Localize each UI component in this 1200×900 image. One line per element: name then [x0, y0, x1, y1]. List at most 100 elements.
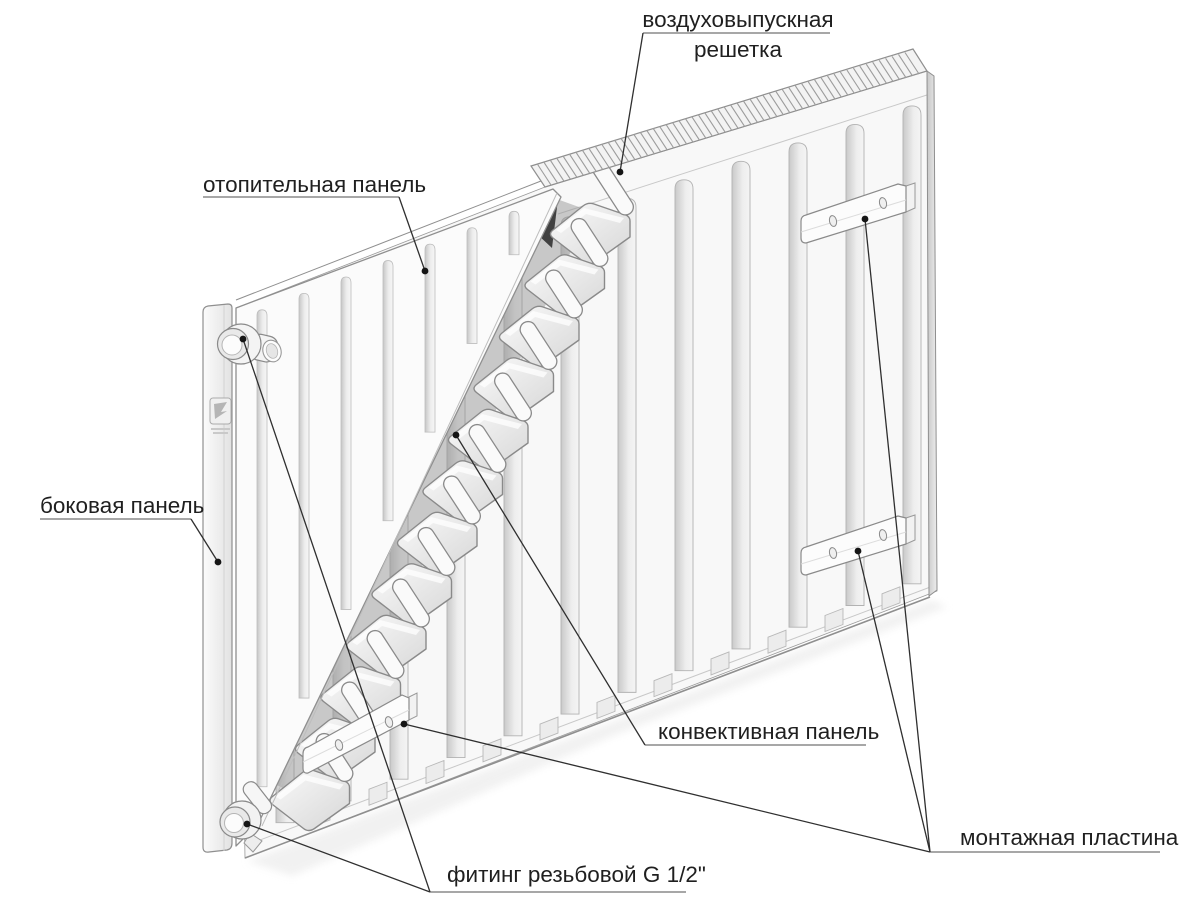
end-cap: [926, 70, 938, 597]
grille-slat: [575, 151, 591, 174]
bottom-notch: [881, 586, 901, 611]
mounting-plate-bottom-right-hole: [878, 529, 888, 541]
side-panel: [202, 303, 233, 853]
fin-connector: [519, 320, 558, 371]
leader-dot: [452, 431, 460, 439]
grille-slat: [562, 155, 578, 178]
brand-logo-text: [213, 432, 228, 434]
side-panel-face: [202, 303, 233, 853]
label-mounting-plate: монтажная пластина: [960, 825, 1179, 850]
grille-slat: [685, 118, 700, 141]
leader-line: [455, 434, 646, 746]
bl-strip: [302, 694, 410, 774]
mounting-plate-top-right-tab: [905, 182, 916, 213]
mounting-plate-top-right-crease: [800, 199, 907, 233]
heating-panel-front: [235, 180, 562, 847]
grille-slat: [717, 108, 733, 131]
bottom-edge: [244, 596, 931, 859]
mounting-plate-bottom-right-crease: [800, 531, 907, 565]
bottom-fold-line: [251, 585, 934, 844]
mounting-plate-bottom-right: [800, 514, 916, 576]
back-channel: [902, 105, 922, 585]
grille-slat: [775, 91, 791, 114]
front-top-edge: [235, 180, 542, 301]
cut-edge-inner: [261, 192, 558, 827]
bottom-notch: [596, 694, 616, 720]
brand-logo-glyph: [214, 402, 227, 419]
fin-plate-highlight: [377, 568, 446, 594]
back-channel: [845, 123, 865, 606]
bottom-notch: [539, 716, 559, 741]
floor-shadow-shape: [247, 600, 947, 876]
grille-slat: [659, 126, 675, 149]
fin-connector: [494, 372, 532, 422]
grille-slat: [794, 85, 810, 108]
fitting-top: [216, 323, 282, 365]
grille-slat: [672, 122, 688, 145]
grille-slat: [846, 69, 862, 92]
grille-slat: [814, 79, 830, 102]
leader-dot: [243, 820, 251, 828]
mounting-plate-bottom-right-hole: [828, 547, 838, 559]
back-channel: [788, 142, 808, 628]
grille-slat: [665, 124, 681, 147]
grille-slat: [865, 63, 881, 87]
leader-lines: [40, 32, 1160, 893]
grille-slat: [904, 52, 920, 75]
fin-plate-highlight: [352, 620, 420, 645]
grille-slat: [859, 65, 875, 88]
mounting-plate-top-right-hole: [828, 215, 838, 227]
grille-slat: [646, 130, 662, 153]
leader-line: [246, 823, 431, 893]
bl-hole: [384, 716, 394, 728]
fin-connector: [417, 526, 456, 577]
fin-connector: [366, 629, 405, 680]
leader-line: [242, 338, 431, 893]
label-fitting: фитинг резьбовой G 1/2": [447, 862, 706, 887]
fitting-bottom: [219, 781, 273, 853]
leader-dot: [854, 547, 862, 555]
fin-plate-highlight: [454, 414, 522, 439]
fin-connector: [443, 475, 481, 525]
mounting-plate-top-right: [800, 182, 916, 244]
grille-slat: [536, 163, 552, 186]
grille-slat: [555, 157, 571, 180]
grille-slat: [852, 67, 868, 90]
grille-slat: [626, 135, 642, 159]
bl-hole: [334, 739, 344, 751]
grille-slat: [833, 73, 849, 96]
grille-slat: [807, 81, 823, 104]
grille-slat: [633, 133, 649, 157]
front-groove: [382, 260, 394, 522]
leader-dot: [400, 720, 408, 728]
labels: воздуховыпускная решетка отопительная па…: [40, 7, 1179, 887]
grille-slat: [704, 112, 720, 135]
bl-tab: [408, 692, 418, 721]
fin-connector: [545, 269, 583, 319]
grille-slat: [878, 59, 894, 83]
grille-slat: [820, 77, 836, 100]
grille-slat: [749, 98, 765, 122]
back-channel: [617, 197, 637, 693]
front-groove: [508, 210, 520, 256]
fin-plate-highlight: [326, 671, 395, 697]
grille-slat: [581, 149, 597, 172]
grille-slat: [891, 56, 907, 79]
air-outlet-grille: [530, 48, 928, 188]
mounting-plates: [302, 182, 916, 774]
grille-slat: [756, 96, 771, 120]
fin-connector: [468, 423, 507, 474]
grille-slat: [568, 153, 584, 176]
brand-logo-text: [211, 428, 230, 430]
bottom-notch: [767, 629, 787, 654]
fin-plate-highlight: [530, 259, 599, 285]
leader-line: [403, 723, 931, 853]
grille-slat: [678, 120, 694, 143]
front-groove: [466, 227, 478, 344]
back-channel: [731, 160, 751, 650]
back-channel: [674, 179, 694, 672]
bottom-fitting-lug: [242, 781, 273, 815]
leader-dot: [861, 215, 869, 223]
grille-slat: [730, 104, 746, 127]
